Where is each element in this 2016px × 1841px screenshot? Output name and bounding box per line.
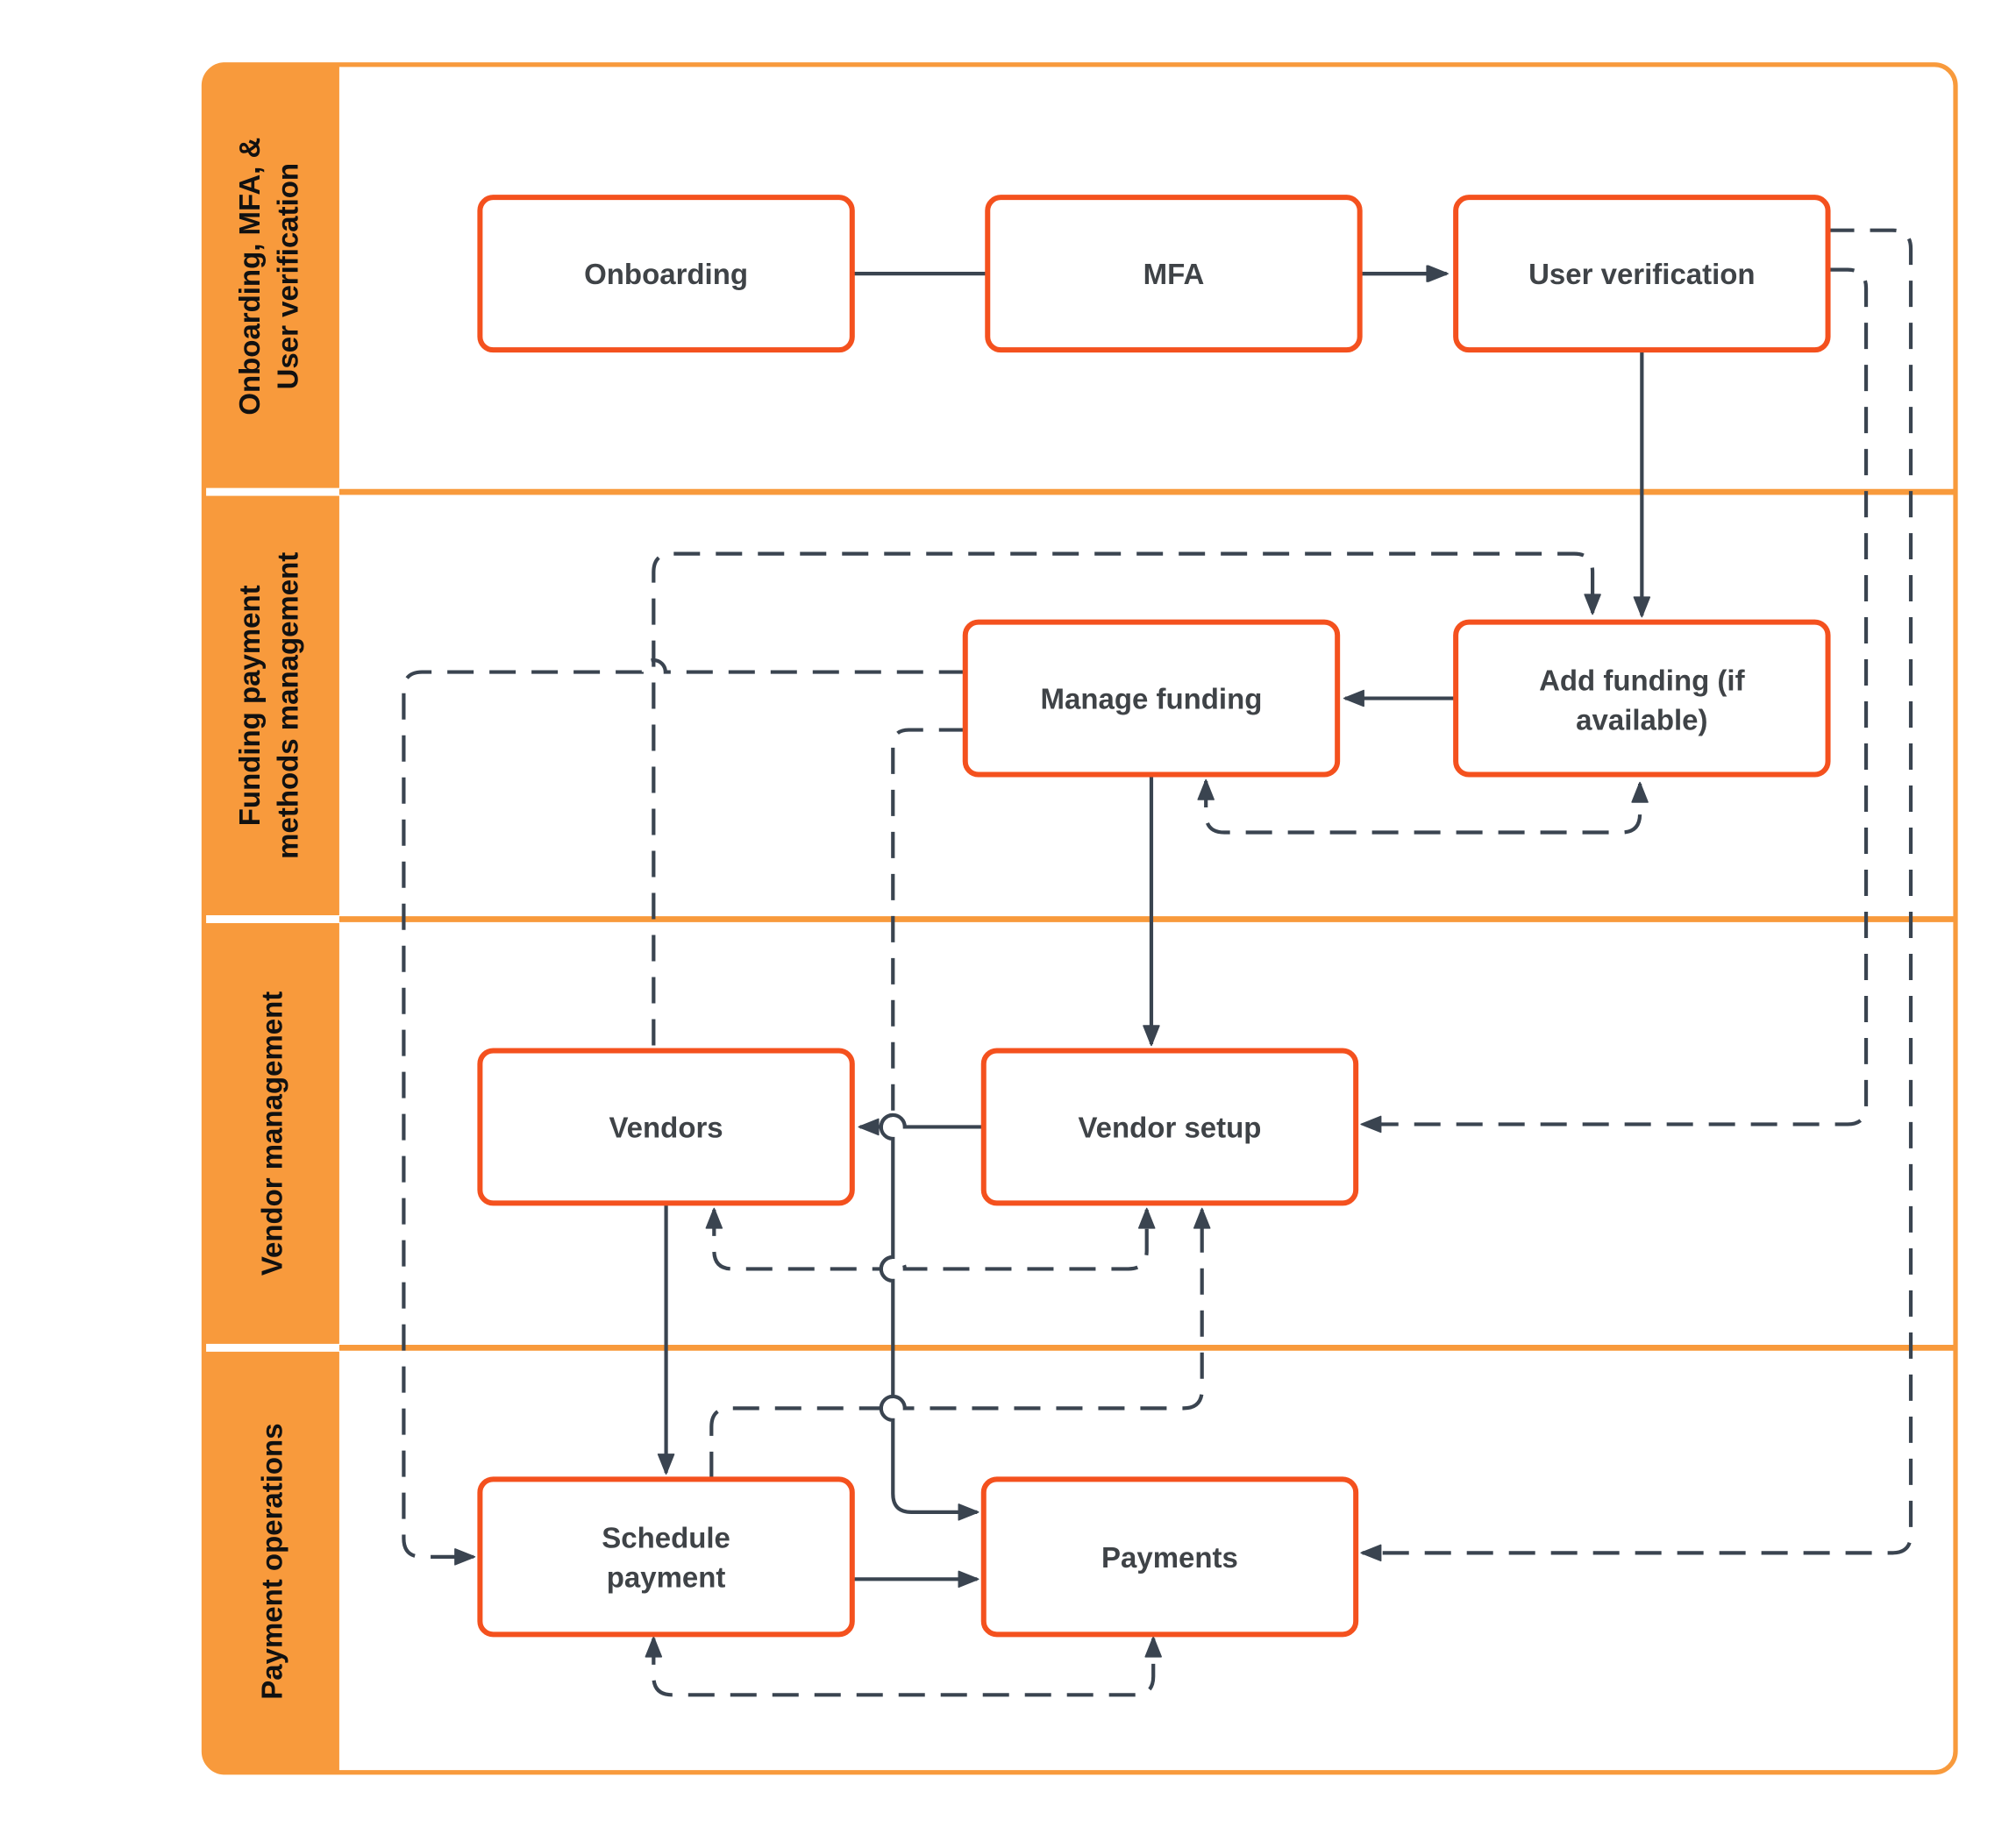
node-payments-label: Payments <box>1101 1541 1238 1574</box>
lane-1-label-line-2: User verification <box>272 163 304 389</box>
node-vendors-label: Vendors <box>609 1111 723 1143</box>
node-onboarding-box <box>477 195 855 353</box>
lane-2-label-line-2: methods management <box>272 552 304 859</box>
node-schedule-payment-box <box>477 1476 855 1638</box>
lane-label-vendor-management: Vendor management <box>256 992 289 1276</box>
node-vendor-setup: Vendor setup <box>980 1048 1359 1206</box>
lane-label-onboarding-mfa-user-verification: Onboarding, MFA, & User verification <box>233 138 303 416</box>
node-payments: Payments <box>980 1476 1359 1638</box>
node-schedule-payment-label-line-2: payment <box>607 1560 726 1593</box>
node-user-verification-label: User verification <box>1528 258 1755 290</box>
edges <box>402 228 1913 1697</box>
lane-1-label-line-1: Onboarding, MFA, & <box>233 138 266 416</box>
node-add-funding-label-line-2: available) <box>1576 704 1707 736</box>
lane-cell-4 <box>203 1351 339 1772</box>
edge-schedule-payment-to-vendor-setup <box>709 1207 1211 1478</box>
node-add-funding-box <box>1453 619 1831 778</box>
lane-dividers <box>338 488 1956 1351</box>
lane-2-label-line-1: Funding payment <box>233 585 266 826</box>
node-user-verification-box <box>1453 195 1831 353</box>
lane-cell-2 <box>203 495 339 916</box>
node-schedule-payment-label-line-1: Schedule <box>602 1521 730 1553</box>
lane-sidebar: Onboarding, MFA, & User verification Fun… <box>203 66 339 1772</box>
node-add-funding-label-line-1: Add funding (if <box>1539 665 1745 697</box>
node-user-verification: User verification <box>1453 195 1831 353</box>
edge-schedule-payment-payments-bidirectional <box>645 1636 1162 1697</box>
lane-4-label: Payment operations <box>256 1423 289 1699</box>
node-manage-funding-box <box>962 619 1341 778</box>
node-schedule-payment: Schedule payment <box>477 1476 855 1638</box>
node-payments-box <box>980 1476 1359 1638</box>
edge-vendors-to-add-funding <box>652 551 1601 1046</box>
lane-3-label: Vendor management <box>256 992 289 1276</box>
edge-manage-funding-add-funding-bidirectional <box>1197 778 1649 835</box>
edge-manage-funding-to-schedule-payment <box>402 658 965 1566</box>
node-vendors-box <box>477 1048 855 1206</box>
edge-user-verification-to-vendor-setup <box>1360 267 1869 1134</box>
edge-vendor-setup-to-vendors <box>858 1112 984 1136</box>
lane-label-payment-operations: Payment operations <box>256 1423 289 1699</box>
node-vendor-setup-box <box>980 1048 1359 1206</box>
node-add-funding: Add funding (if available) <box>1453 619 1831 778</box>
node-onboarding-label: Onboarding <box>584 258 748 290</box>
edge-vendors-vendor-setup-bidirectional <box>705 1207 1156 1271</box>
node-mfa-box <box>985 195 1363 353</box>
edge-manage-funding-to-payments-solid-segment <box>879 1112 980 1521</box>
node-mfa-label: MFA <box>1143 258 1205 290</box>
lane-cell-3 <box>203 922 339 1344</box>
lane-cell-1 <box>203 66 339 488</box>
edge-user-verification-to-payments <box>1360 228 1913 1562</box>
node-manage-funding: Manage funding <box>962 619 1341 778</box>
node-mfa: MFA <box>985 195 1363 353</box>
node-vendors: Vendors <box>477 1048 855 1206</box>
nodes: Onboarding MFA User verification Manage … <box>477 195 1831 1638</box>
node-onboarding: Onboarding <box>477 195 855 353</box>
lane-label-funding-payment-methods-management: Funding payment methods management <box>233 552 303 859</box>
node-vendor-setup-label: Vendor setup <box>1078 1111 1261 1143</box>
edge-manage-funding-to-payments-dashed-segment <box>891 728 965 1115</box>
node-manage-funding-label: Manage funding <box>1041 683 1263 715</box>
